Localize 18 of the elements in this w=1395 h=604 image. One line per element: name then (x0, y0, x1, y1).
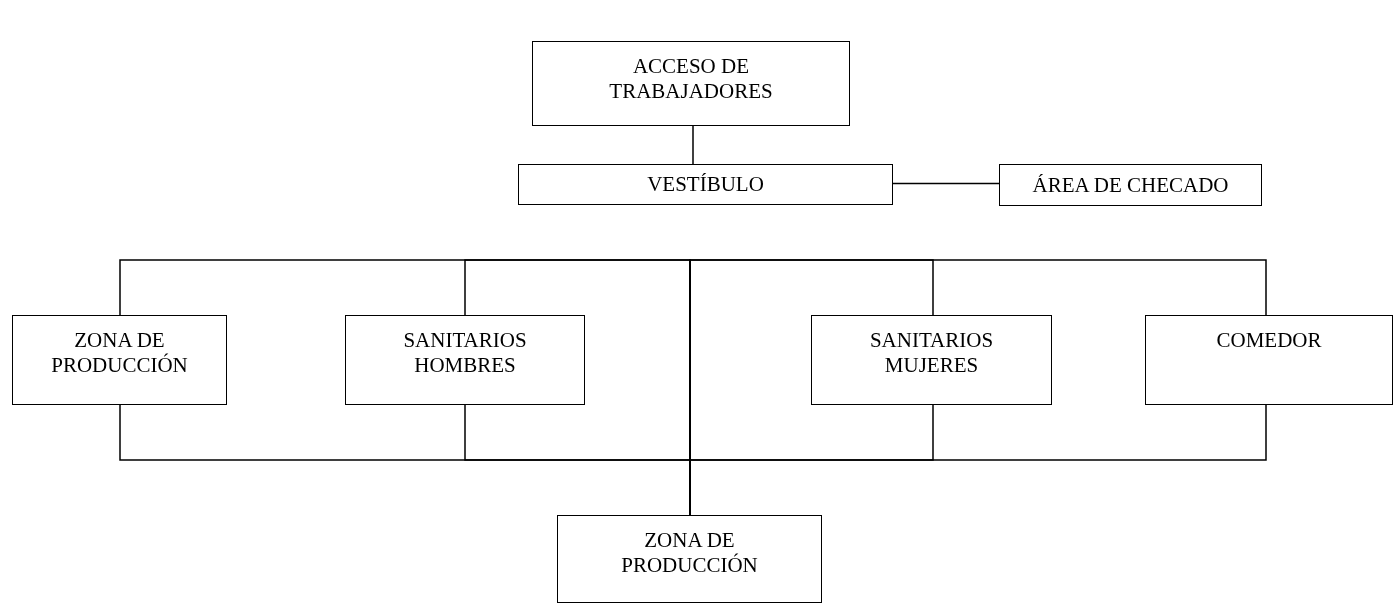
box-label: VESTÍBULO (647, 172, 764, 197)
box-label: COMEDOR (1216, 328, 1322, 353)
connector-line (892, 182, 1000, 185)
process-box (12, 315, 227, 405)
box-label: ÁREA DE CHECADO (1032, 172, 1229, 198)
process-box (532, 41, 850, 126)
box-label: SANITARIOS HOMBRES (402, 328, 528, 378)
process-box (557, 515, 822, 603)
process-box (999, 164, 1262, 206)
process-box (1145, 315, 1393, 405)
box-label: ZONA DE PRODUCCIÓN (620, 528, 759, 578)
connector-line (692, 125, 694, 165)
box-label: ZONA DE PRODUCCIÓN (50, 328, 189, 378)
box-label: SANITARIOS MUJERES (868, 328, 995, 378)
process-box (518, 164, 893, 205)
process-box (345, 315, 585, 405)
process-box (811, 315, 1052, 405)
box-label: ACCESO DE TRABAJADORES (608, 54, 774, 104)
